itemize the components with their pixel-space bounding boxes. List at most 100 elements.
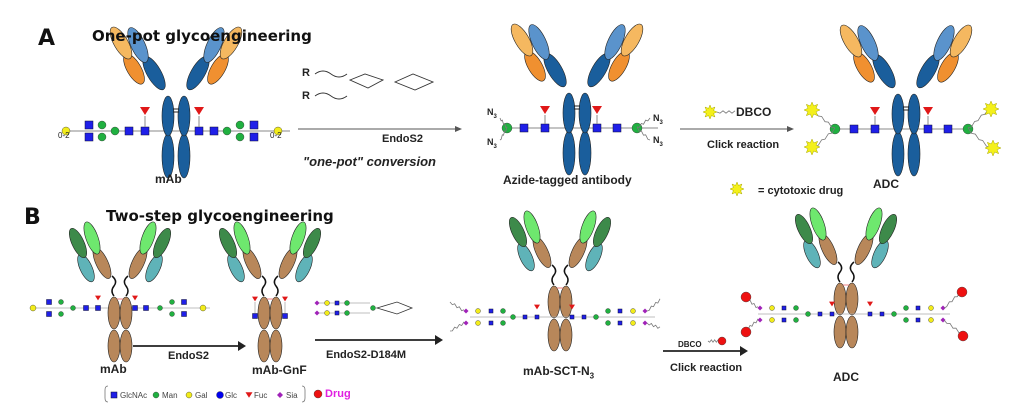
fab-vl bbox=[879, 213, 897, 245]
linker-wavy bbox=[716, 110, 736, 114]
ch2-domain bbox=[177, 95, 191, 137]
linker-wavy bbox=[636, 126, 651, 141]
galactose bbox=[630, 308, 636, 314]
fab-light-vl bbox=[510, 23, 534, 57]
ch2-domain bbox=[547, 285, 561, 319]
fab-vl bbox=[219, 227, 237, 259]
glcnac-square bbox=[915, 305, 921, 311]
one-pot-conversion-label: "one-pot" conversion bbox=[303, 154, 436, 169]
ch2-domain bbox=[269, 296, 283, 330]
fab-vl bbox=[509, 216, 527, 248]
mannose bbox=[370, 305, 376, 311]
galactose bbox=[61, 126, 71, 136]
fab-vh bbox=[809, 207, 827, 241]
legend-glc-circle bbox=[216, 391, 224, 399]
fab-vl bbox=[153, 227, 171, 259]
ch2-domain bbox=[161, 95, 175, 137]
glcnac-square bbox=[249, 132, 259, 142]
fab-heavy-vh bbox=[604, 24, 626, 60]
drug-circle bbox=[957, 330, 969, 342]
glcnac-square bbox=[781, 305, 787, 311]
repeat-count-left: 0-2 bbox=[58, 131, 70, 140]
linker-wavy bbox=[814, 111, 836, 129]
fab-vh bbox=[289, 221, 307, 255]
panel-b-title: Two-step glycoengineering bbox=[106, 207, 334, 225]
sialic-acid-diamond bbox=[642, 308, 648, 314]
hinge-region bbox=[551, 264, 569, 286]
sialic-acid-diamond bbox=[463, 308, 469, 314]
sialic-acid-diamond bbox=[940, 305, 946, 311]
panel-b-adc-label: ADC bbox=[833, 370, 859, 384]
ch2-domain bbox=[119, 296, 133, 330]
glcnac-square bbox=[540, 123, 550, 133]
glcnac-square bbox=[923, 124, 933, 134]
linker-wavy bbox=[943, 319, 963, 334]
linker-wavy bbox=[967, 109, 989, 129]
fab-heavy-vh bbox=[203, 27, 225, 63]
fc-domain bbox=[833, 315, 847, 349]
cytotoxic-drug-legend: = cytotoxic drug bbox=[758, 185, 844, 197]
mannose bbox=[891, 311, 897, 317]
glcnac-square bbox=[282, 313, 288, 319]
glcnac-square bbox=[617, 308, 623, 314]
fucose-triangle bbox=[829, 301, 835, 307]
glcnac-square bbox=[194, 126, 204, 136]
glcnac-square bbox=[519, 123, 529, 133]
ch2-domain bbox=[578, 92, 592, 134]
mannose bbox=[805, 311, 811, 317]
fucose-triangle bbox=[592, 106, 602, 114]
fc-domain bbox=[562, 130, 576, 176]
legend-sia: Sia bbox=[286, 391, 298, 400]
fucose-triangle bbox=[534, 304, 540, 310]
fab-vh bbox=[579, 210, 597, 244]
glcnac-square bbox=[83, 305, 89, 311]
fab-heavy-vh bbox=[857, 25, 879, 61]
mannose bbox=[97, 120, 107, 130]
mannose bbox=[500, 308, 506, 314]
glcnac-square bbox=[488, 308, 494, 314]
fucose-triangle bbox=[540, 106, 550, 114]
glcnac-square bbox=[870, 124, 880, 134]
fab-vl bbox=[69, 227, 87, 259]
fucose-triangle bbox=[140, 107, 150, 115]
mannose bbox=[157, 305, 163, 311]
legend-fuc-triangle bbox=[245, 392, 253, 398]
mannose bbox=[903, 305, 909, 311]
linker-wavy bbox=[449, 301, 465, 312]
ch2-domain bbox=[845, 282, 859, 316]
glcnac-square bbox=[46, 299, 52, 305]
mannose bbox=[169, 299, 175, 305]
fab-vh bbox=[233, 221, 251, 255]
fucose-triangle bbox=[282, 296, 288, 302]
mannose bbox=[793, 305, 799, 311]
glcnac-square bbox=[817, 311, 823, 317]
fab-light-vl bbox=[949, 24, 973, 58]
arrow-endos2-d184m-head bbox=[435, 335, 443, 345]
sialic-acid-diamond bbox=[277, 392, 283, 398]
glcnac-square bbox=[617, 320, 623, 326]
ch2-domain bbox=[891, 93, 905, 135]
panel-a-adc-label: ADC bbox=[873, 177, 899, 191]
mannose bbox=[235, 132, 245, 142]
glcnac-square bbox=[95, 305, 101, 311]
glcnac-square bbox=[781, 317, 787, 323]
glcnac-square bbox=[181, 299, 187, 305]
fab-vl bbox=[593, 216, 611, 248]
glcnac-square bbox=[534, 314, 540, 320]
legend-glcnac-square bbox=[110, 391, 118, 399]
azide-n3-tr: N3 bbox=[653, 113, 663, 126]
legend-gal: Gal bbox=[195, 391, 208, 400]
drug-circle bbox=[956, 286, 968, 298]
mannose bbox=[793, 317, 799, 323]
linker-wavy bbox=[967, 127, 991, 149]
glcnac-square bbox=[209, 126, 219, 136]
panel-b-click-label: Click reaction bbox=[670, 362, 743, 374]
fab-heavy-vh bbox=[127, 27, 149, 63]
fab-vh bbox=[83, 221, 101, 255]
hinge-region bbox=[837, 261, 855, 283]
glcnac-square bbox=[140, 126, 150, 136]
fc-domain bbox=[559, 318, 573, 352]
sialic-acid-diamond bbox=[463, 320, 469, 326]
fab-heavy-vh bbox=[528, 24, 550, 60]
